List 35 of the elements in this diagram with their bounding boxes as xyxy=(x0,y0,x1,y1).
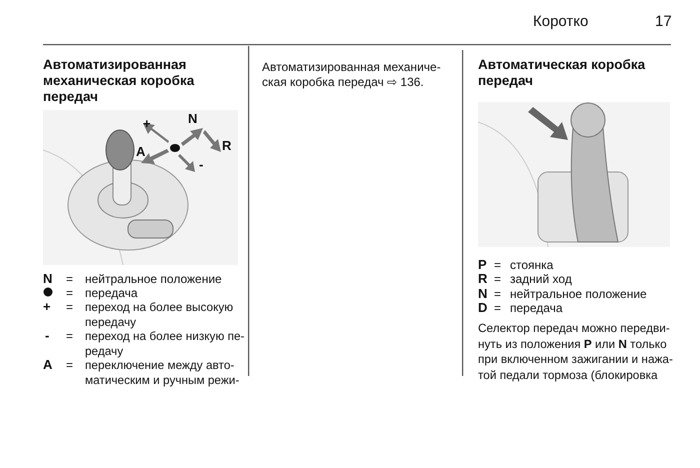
position-label: + xyxy=(143,117,152,132)
legend-text: переключение между авто- матическим и ручным режи- xyxy=(85,358,240,387)
legend-text: нейтральное положение xyxy=(85,272,223,286)
legend-key: N xyxy=(43,272,57,286)
equals-sign: = xyxy=(66,272,74,286)
equals-sign: = xyxy=(66,286,74,300)
legend-text: задний ход xyxy=(510,272,573,286)
legend-key: D xyxy=(478,301,492,316)
legend-text: нейтральное положение xyxy=(510,287,648,302)
section-heading: Автоматизированная механическая коробка передач xyxy=(43,57,196,105)
body-text: Автоматизированная механиче- ская коробка передач ⇨ 136. xyxy=(262,60,442,89)
position-label: A xyxy=(136,145,146,160)
legend-key: N xyxy=(478,287,492,302)
position-label: N xyxy=(188,112,198,126)
header-title: Коротко xyxy=(533,14,590,30)
equals-sign: = xyxy=(66,300,74,314)
position-label: R xyxy=(222,139,232,154)
legend-key: P xyxy=(478,258,492,272)
legend-text: стоянка xyxy=(510,258,554,272)
equals-sign: = xyxy=(494,301,502,316)
equals-sign: = xyxy=(494,258,502,272)
legend-text: передача xyxy=(85,286,139,300)
equals-sign: = xyxy=(66,329,74,344)
legend-key: A xyxy=(43,358,57,372)
equals-sign: = xyxy=(66,358,74,372)
legend-key: - xyxy=(45,329,59,344)
equals-sign: = xyxy=(494,272,502,286)
legend-text: передача xyxy=(510,301,564,316)
section-heading: Автоматическая коробка передач xyxy=(478,57,646,89)
legend-key: R xyxy=(478,272,492,286)
body-text: Селектор передач можно передви- нуть из положения P или N только при включенном зажигании и нажа- той педали тормоза (блокировка xyxy=(478,321,674,383)
position-label: - xyxy=(199,158,204,172)
page-number: 17 xyxy=(655,14,673,30)
legend-key: + xyxy=(43,300,57,314)
equals-sign: = xyxy=(494,287,502,302)
